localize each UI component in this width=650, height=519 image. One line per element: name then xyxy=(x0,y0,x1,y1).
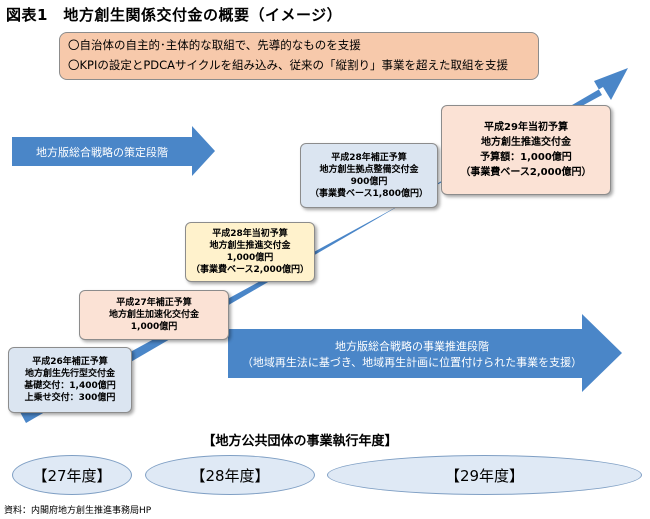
stage-h27-supplementary: 平成27年補正予算 地方創生加速化交付金 1,000億円 xyxy=(79,290,229,340)
stage-1-line-4: 上乗せ交付：300億円 xyxy=(24,393,116,403)
year-29-ellipse: 【29年度】 xyxy=(327,455,642,495)
stage-1-line-3: 基礎交付：1,400億円 xyxy=(24,381,116,391)
promotion-line-1: 地方版総合戦略の事業推進段階 xyxy=(335,340,489,353)
stage-h28-supplementary: 平成28年補正予算 地方創生拠点整備交付金 900億円 （事業費ベース1,800… xyxy=(300,143,438,208)
year-27-label: 【27年度】 xyxy=(32,466,112,485)
strategy-arrow-label: 地方版総合戦略の策定段階 xyxy=(36,146,168,159)
source-note: 資料：内閣府地方創生推進事務局HP xyxy=(4,506,152,516)
stage-1-line-2: 地方創生先行型交付金 xyxy=(24,369,115,379)
stage-3-line-3: 1,000億円 xyxy=(226,253,274,263)
fiscal-period-label: 【地方公共団体の事業執行年度】 xyxy=(202,434,398,449)
stage-2-line-2: 地方創生加速化交付金 xyxy=(108,310,199,320)
summary-line-2: 〇KPIの設定とPDCAサイクルを組み込み、従来の「縦割り」事業を超えた取組を支… xyxy=(68,58,508,72)
stage-4-line-1: 平成28年補正予算 xyxy=(331,152,407,163)
stage-5-line-3: 予算額：1,000億円 xyxy=(480,152,572,163)
stage-3-line-4: （事業費ベース2,000億円） xyxy=(190,265,310,275)
year-28-label: 【28年度】 xyxy=(190,466,270,485)
summary-line-1: 〇自治体の自主的･主体的な取組で、先導的なものを支援 xyxy=(68,38,361,52)
stage-5-line-1: 平成29年当初予算 xyxy=(484,122,568,133)
stage-2-line-1: 平成27年補正予算 xyxy=(116,298,192,308)
support-summary-box: 〇自治体の自主的･主体的な取組で、先導的なものを支援 〇KPIの設定とPDCAサ… xyxy=(59,32,539,80)
stage-5-line-4: （事業費ベース2,000億円） xyxy=(460,167,592,178)
promotion-arrow-label: 地方版総合戦略の事業推進段階 （地域再生法に基づき、地域再生計画に位置付けられた… xyxy=(232,339,592,371)
stage-4-line-3: 900億円 xyxy=(350,176,388,187)
page-title: 図表1 地方創生関係交付金の概要（イメージ） xyxy=(6,6,343,24)
strategy-stage-arrow xyxy=(12,126,215,176)
stage-h28-initial: 平成28年当初予算 地方創生推進交付金 1,000億円 （事業費ベース2,000… xyxy=(185,222,315,282)
stage-h29-initial: 平成29年当初予算 地方創生推進交付金 予算額：1,000億円 （事業費ベース2… xyxy=(441,105,611,195)
stage-2-line-3: 1,000億円 xyxy=(130,322,178,332)
stage-1-line-1: 平成26年補正予算 xyxy=(32,357,108,367)
year-29-label: 【29年度】 xyxy=(444,466,525,485)
stage-3-line-1: 平成28年当初予算 xyxy=(212,229,288,239)
year-28-ellipse: 【28年度】 xyxy=(145,455,315,495)
stage-5-line-2: 地方創生推進交付金 xyxy=(481,137,571,148)
year-27-ellipse: 【27年度】 xyxy=(12,455,132,495)
stage-4-line-4: （事業費ベース1,800億円） xyxy=(309,188,429,199)
stage-3-line-2: 地方創生推進交付金 xyxy=(209,241,291,251)
stage-h26-supplementary: 平成26年補正予算 地方創生先行型交付金 基礎交付：1,400億円 上乗せ交付：… xyxy=(8,347,132,413)
promotion-stage-arrow xyxy=(228,314,622,392)
stage-4-line-2: 地方創生拠点整備交付金 xyxy=(319,164,419,175)
promotion-line-2: （地域再生法に基づき、地域再生計画に位置付けられた事業を支援） xyxy=(241,356,583,369)
